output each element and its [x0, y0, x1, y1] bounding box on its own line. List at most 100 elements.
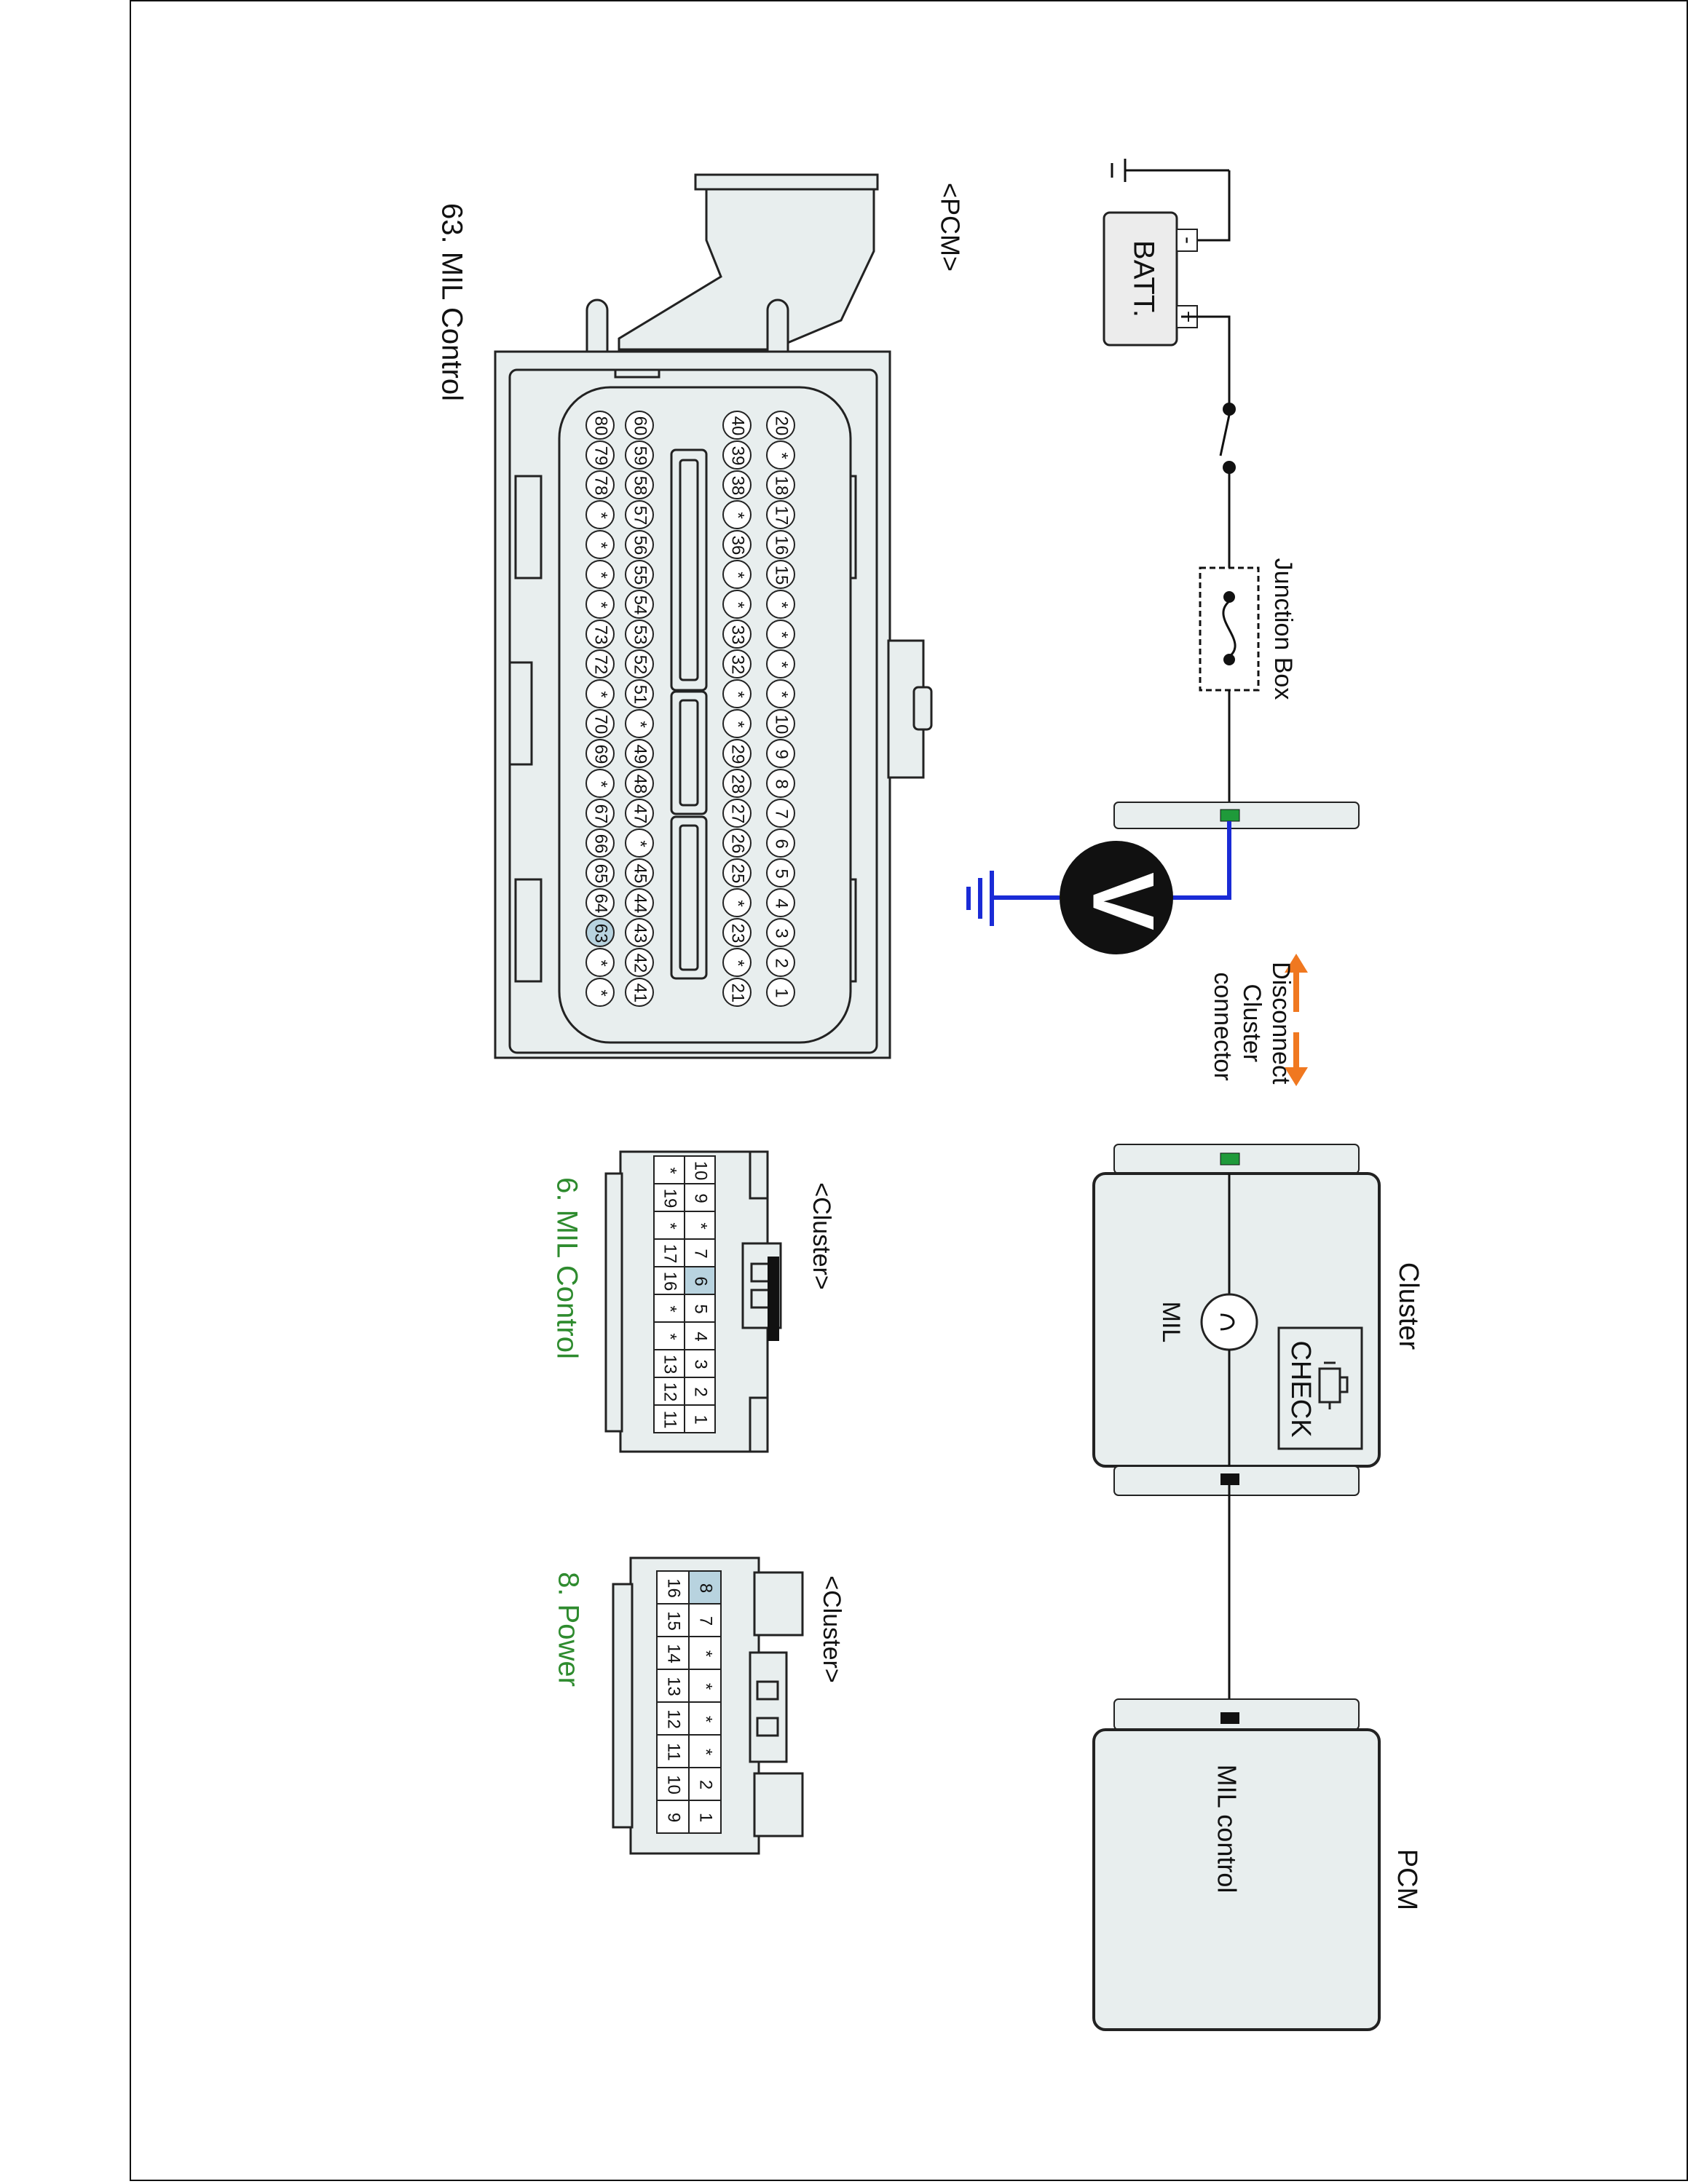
- pcm-pin-label: 15: [772, 566, 792, 585]
- disconnect-note: Disconnect Cluster connector: [1209, 962, 1295, 1091]
- pcm-pin-label: *: [728, 601, 748, 608]
- cluster-a-pin: [653, 1266, 685, 1295]
- pcm-pin-label: *: [728, 900, 748, 906]
- circuit: - + BATT. Junction Box: [966, 159, 1424, 2031]
- pcm-pin: [766, 620, 795, 649]
- cluster-b-pin: [688, 1800, 722, 1834]
- pcm-pin: [625, 679, 654, 708]
- pcm-pin-label: 79: [591, 446, 611, 466]
- pcm-pin: [722, 709, 752, 738]
- pcm-pin-label: 52: [631, 655, 650, 675]
- voltmeter: V: [966, 821, 1231, 954]
- junction-box: Junction Box: [1199, 558, 1297, 700]
- cluster-b-pin-label: 12: [664, 1709, 684, 1729]
- cluster-b-pin-label: 10: [664, 1775, 684, 1795]
- cluster-a-pin-label: 7: [691, 1249, 711, 1258]
- pcm-pin-label: 42: [631, 954, 650, 973]
- pcm-pin: [722, 679, 752, 708]
- pcm-pin-label: 69: [591, 745, 611, 764]
- cluster-a-pin-label: *: [660, 1222, 680, 1229]
- pcm-pin: [625, 411, 654, 440]
- pcm-pin: [585, 560, 615, 589]
- pcm-pin: [722, 739, 752, 768]
- pcm-pin-label: 57: [631, 506, 650, 526]
- pcm-pin: [585, 948, 615, 977]
- pcm-pin: [722, 620, 752, 649]
- pcm-pin-label: 25: [728, 864, 748, 884]
- pcm-pin-label: 55: [631, 566, 650, 585]
- cluster-b-pin-label: *: [696, 1716, 716, 1722]
- pcm-pin-label: 2: [772, 958, 792, 968]
- pcm-pin: [766, 828, 795, 858]
- pcm-pin: [625, 560, 654, 589]
- cluster-a-pin-label: *: [691, 1222, 711, 1229]
- pcm-pin: [625, 828, 654, 858]
- cluster-a-pin: [653, 1404, 685, 1433]
- pcm-pin: [766, 799, 795, 828]
- disconnect-note-line-1: Disconnect: [1267, 962, 1295, 1085]
- pcm-pin: [625, 769, 654, 798]
- pcm-pin-label: 65: [591, 864, 611, 884]
- pcm-pin-label: 80: [591, 416, 611, 436]
- voltmeter-ground-icon: [966, 871, 994, 926]
- pcm-pin: [585, 978, 615, 1007]
- pcm-pin-label: 54: [631, 596, 650, 615]
- cluster-module: MIL CHECK Cluster: [1092, 1144, 1424, 1496]
- pcm-pin: [625, 888, 654, 917]
- cluster-b-pin-label: 2: [696, 1780, 716, 1789]
- cluster-a-pin-label: 10: [691, 1161, 711, 1181]
- pcm-pin: [766, 858, 795, 887]
- pcm-pin: [766, 411, 795, 440]
- cluster-a-pin-label: 16: [660, 1272, 680, 1291]
- pcm-pin: [766, 590, 795, 619]
- pcm-pin-label: 20: [772, 416, 792, 436]
- cluster-b-pin: [656, 1570, 690, 1605]
- mil-lamp-icon: [1200, 1293, 1258, 1351]
- cluster-b-pin-label: 9: [664, 1813, 684, 1822]
- pcm-pin-label: *: [772, 661, 792, 668]
- pcm-pin: [625, 739, 654, 768]
- pcm-pin: [766, 500, 795, 529]
- pcm-pin-label: 73: [591, 625, 611, 645]
- pcm-pin-label: 28: [728, 775, 748, 794]
- pcm-pin: [585, 620, 615, 649]
- pcm-pin-label: 70: [591, 715, 611, 735]
- pcm-pin: [625, 620, 654, 649]
- pcm-pin-label: 27: [728, 804, 748, 824]
- pcm-pin-label: 59: [631, 446, 650, 466]
- pcm-pin: [722, 918, 752, 947]
- cluster-b-pin: [656, 1603, 690, 1637]
- engine-icon: [1318, 1361, 1349, 1409]
- disconnect-note-line-2: Cluster: [1238, 984, 1266, 1062]
- pcm-pin-label: 56: [631, 536, 650, 555]
- cluster-b-pin: [688, 1669, 722, 1703]
- pcm-pin-label: *: [631, 721, 650, 727]
- ignition-switch: [1219, 403, 1236, 474]
- pcm-pin-label: 16: [772, 536, 792, 555]
- disconnect-note-line-3: connector: [1209, 972, 1237, 1080]
- pcm-pin: [766, 918, 795, 947]
- cluster-a-pin: [653, 1211, 685, 1240]
- pcm-pin-label: 48: [631, 775, 650, 794]
- cluster-a-pin-label: 3: [691, 1359, 711, 1369]
- cluster-b-pin-label: 7: [696, 1616, 716, 1626]
- pcm-pin: [625, 500, 654, 529]
- cluster-b-pin-label: *: [696, 1650, 716, 1657]
- pcm-pin-label: 10: [772, 715, 792, 735]
- pcm-pin-label: 72: [591, 655, 611, 675]
- pcm-connector: 20*18171615****10987654321403938*36**333…: [435, 173, 965, 1059]
- cluster-a-pin: [684, 1404, 716, 1433]
- pcm-pin: [625, 470, 654, 499]
- pcm-pin: [722, 411, 752, 440]
- junction-box-label: Junction Box: [1269, 558, 1297, 700]
- cluster-b-pin-label: 15: [664, 1611, 684, 1631]
- pcm-pin: [585, 769, 615, 798]
- cluster-a-pin-label: 13: [660, 1355, 680, 1374]
- mil-control-label: MIL control: [1212, 1765, 1242, 1894]
- disconnect-arrows-icon: [1285, 954, 1308, 1086]
- cluster-label: Cluster: [1393, 1262, 1424, 1350]
- pcm-pin-label: 23: [728, 924, 748, 943]
- pcm-pin: [585, 739, 615, 768]
